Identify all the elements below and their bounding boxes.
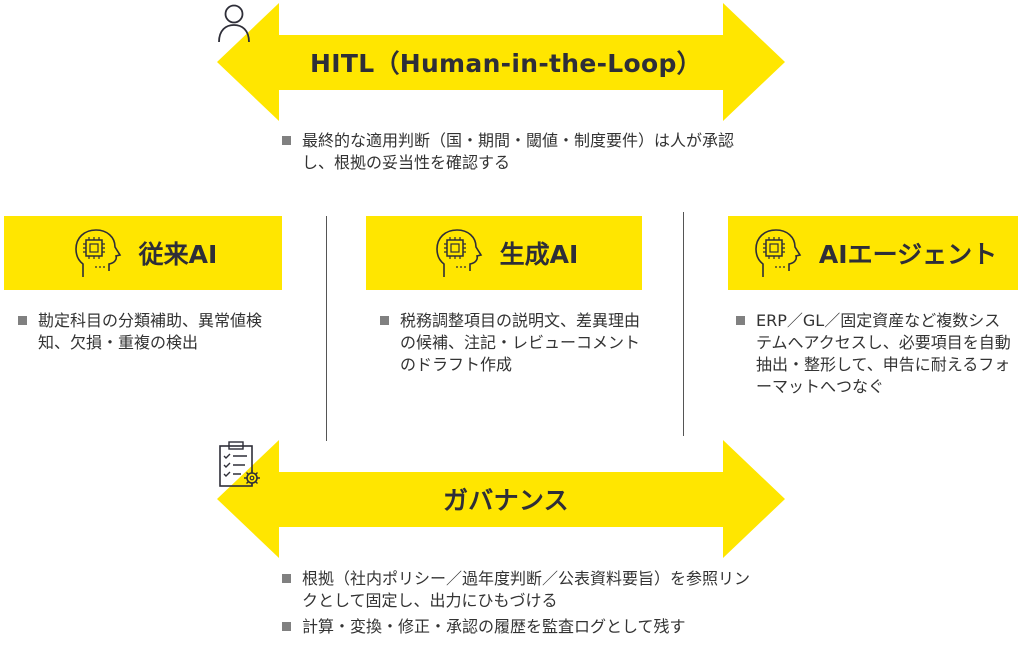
ai-head-icon [69,225,125,281]
divider-right [683,212,684,436]
hitl-bullet: 最終的な適用判断（国・期間・閾値・制度要件）は人が承認し、根拠の妥当性を確認する [282,130,752,174]
divider-left [326,216,327,441]
double-arrow-shape [217,3,785,121]
governance-title: ガバナンス [442,486,569,515]
double-arrow-shape [217,440,785,558]
hitl-arrow: HITL（Human-in-the-Loop） [217,3,785,121]
panel-ai-agent-bullets: ERP／GL／固定資産など複数システムへアクセスし、必要項目を自動抽出・整形して… [736,310,1014,402]
hitl-bullet-list: 最終的な適用判断（国・期間・閾値・制度要件）は人が承認し、根拠の妥当性を確認する [282,130,752,178]
panel-traditional-ai-header: 従来AI [4,216,282,290]
panel-bullet: ERP／GL／固定資産など複数システムへアクセスし、必要項目を自動抽出・整形して… [736,310,1014,398]
panel-traditional-ai-bullets: 勘定科目の分類補助、異常値検知、欠損・重複の検出 [18,310,290,358]
panel-title: 従来AI [138,240,218,269]
ai-head-icon [430,225,486,281]
ai-head-icon [749,225,805,281]
governance-bullet: 根拠（社内ポリシー／過年度判断／公表資料要旨）を参照リンクとして固定し、出力にひ… [282,568,752,612]
panel-bullet: 税務調整項目の説明文、差異理由の候補、注記・レビューコメントのドラフト作成 [380,310,642,376]
panel-title: 生成AI [499,240,579,269]
panel-generative-ai-header: 生成AI [366,216,642,290]
panel-title: AIエージェント [818,240,998,269]
governance-bullet-list: 根拠（社内ポリシー／過年度判断／公表資料要旨）を参照リンクとして固定し、出力にひ… [282,568,752,642]
governance-arrow: ガバナンス [217,440,785,558]
governance-header: ガバナンス [217,440,785,558]
panel-ai-agent-header: AIエージェント [728,216,1018,290]
governance-bullet: 計算・変換・修正・承認の履歴を監査ログとして残す [282,616,752,638]
hitl-header: HITL（Human-in-the-Loop） [217,3,785,121]
panel-bullet: 勘定科目の分類補助、異常値検知、欠損・重複の検出 [18,310,290,354]
hitl-title: HITL（Human-in-the-Loop） [310,49,702,78]
panel-generative-ai-bullets: 税務調整項目の説明文、差異理由の候補、注記・レビューコメントのドラフト作成 [380,310,642,380]
